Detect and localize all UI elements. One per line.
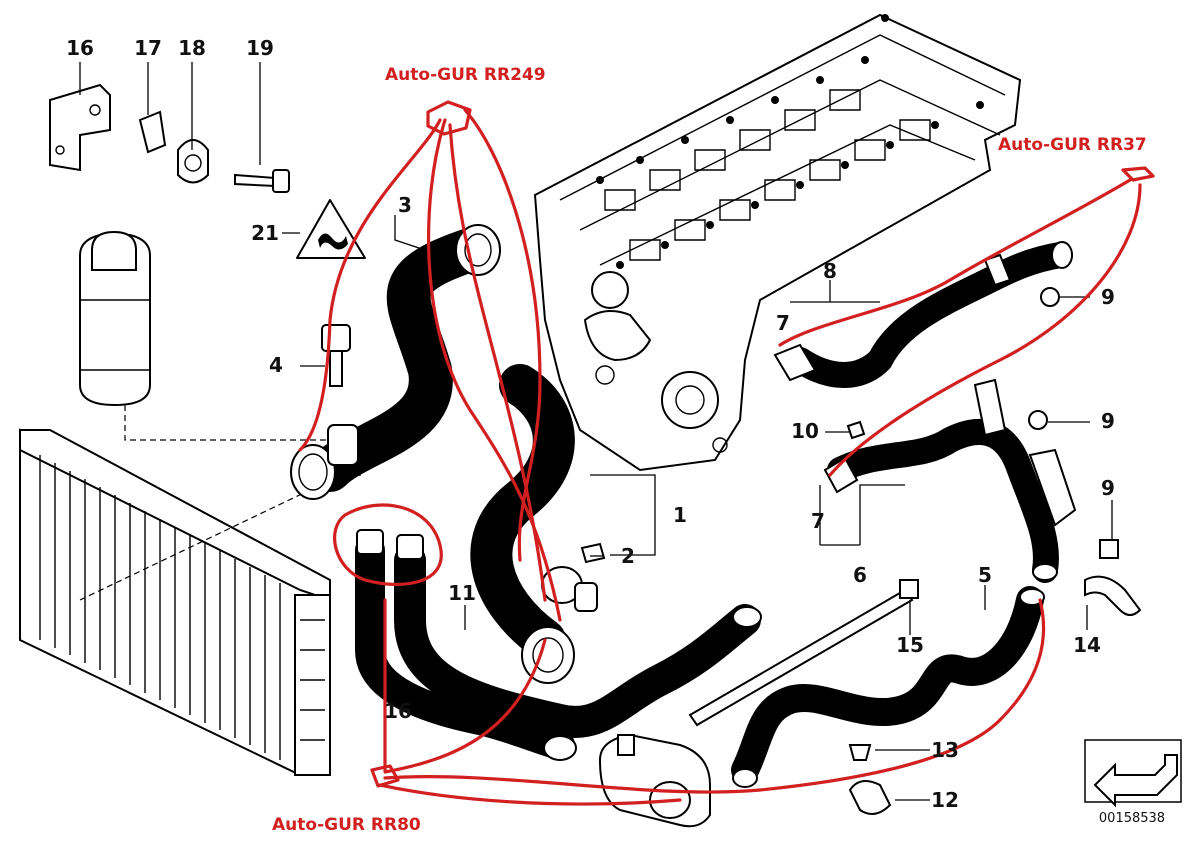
clip-10 xyxy=(846,420,866,440)
callout-12: 12 xyxy=(931,788,959,812)
callout-1: 1 xyxy=(673,503,687,527)
callout-6: 6 xyxy=(853,563,867,587)
cable-tie-15 xyxy=(688,579,919,727)
clip-14 xyxy=(1084,575,1142,616)
screw-20 xyxy=(234,169,290,193)
clamp-12 xyxy=(848,780,892,815)
bolt-9-a xyxy=(1040,287,1060,307)
callout-5: 5 xyxy=(978,563,992,587)
callout-9-middle: 9 xyxy=(1101,409,1115,433)
orientation-arrow-icon xyxy=(1084,739,1182,808)
callout-10: 10 xyxy=(791,419,819,443)
hose-8 xyxy=(773,241,1073,388)
callout-7-lower: 7 xyxy=(811,509,825,533)
radiator xyxy=(19,428,331,776)
callout-18: 17 xyxy=(134,36,162,60)
screw-13 xyxy=(848,744,872,761)
callout-numbers: 16 17 18 19 21 3 4 1 2 8 7 9 9 9 10 7 6 … xyxy=(66,36,1115,812)
annotation-rr249: Auto-GUR RR249 xyxy=(385,65,546,85)
clamp-19 xyxy=(177,139,209,184)
callout-17: 16 xyxy=(66,36,94,60)
callout-2: 2 xyxy=(621,544,635,568)
callout-20: 19 xyxy=(246,36,274,60)
hose-11 xyxy=(394,544,762,738)
bolt-2 xyxy=(580,542,606,564)
callout-14: 14 xyxy=(1073,633,1101,657)
bolt-9-c xyxy=(1099,539,1119,559)
bracket-17 xyxy=(49,83,111,172)
callout-4: 4 xyxy=(269,353,283,377)
bolt-9-b xyxy=(1028,410,1048,430)
callout-8: 8 xyxy=(823,259,837,283)
hot-coolant-warning-icon xyxy=(296,199,366,259)
hose-6 xyxy=(823,378,1077,583)
callout-19: 18 xyxy=(178,36,206,60)
hose-5 xyxy=(731,586,1045,788)
callout-15: 15 xyxy=(896,633,924,657)
callout-3: 3 xyxy=(398,193,412,217)
callout-13: 13 xyxy=(931,738,959,762)
annotation-paths xyxy=(298,100,1155,806)
callout-11: 11 xyxy=(448,581,476,605)
engine-cylinder-head xyxy=(533,13,1022,472)
annotation-rr37: Auto-GUR RR37 xyxy=(998,135,1147,155)
auxiliary-water-pump xyxy=(543,733,711,828)
callout-7-upper: 7 xyxy=(776,311,790,335)
hose-16 xyxy=(355,529,575,760)
callout-9-lower: 9 xyxy=(1101,476,1115,500)
callout-9-upper: 9 xyxy=(1101,285,1115,309)
callout-16: 16 xyxy=(384,699,412,723)
expansion-tank xyxy=(79,230,361,480)
leader-lines xyxy=(79,62,1113,801)
callout-21: 21 xyxy=(251,221,279,245)
hose-3-upper xyxy=(290,224,501,500)
clip-18 xyxy=(138,110,167,154)
document-id: 00158538 xyxy=(1099,811,1165,826)
annotation-rr80: Auto-GUR RR80 xyxy=(272,815,421,835)
